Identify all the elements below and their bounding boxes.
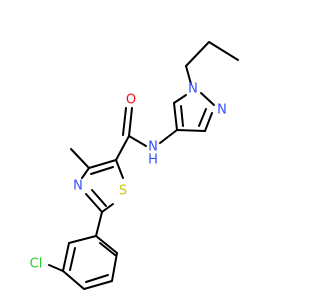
amide-hydrogen-atom: H	[148, 153, 158, 168]
bond-thiazole-c5-c4	[88, 159, 117, 169]
bond-propyl-3	[185, 65, 192, 85]
bond-pyrazole-n1-n2	[200, 92, 215, 106]
bond-pyrazole-n2-c3-double	[198, 108, 207, 127]
bond-carbonyl-thiazole	[115, 135, 130, 161]
bond-phenyl-6	[68, 235, 97, 244]
bond-phenyl-4	[62, 270, 85, 290]
bond-thiazole-s1-c5	[115, 159, 124, 179]
pyrazole-n1-atom: N	[188, 82, 198, 97]
bond-carbonyl-c-o-double	[122, 107, 127, 136]
bond-phenyl-3-double	[85, 274, 109, 283]
bond-pyrazole-c3-c4	[176, 129, 206, 132]
bond-pyrazole-c4-c5	[173, 102, 178, 131]
bond-phenyl-2	[111, 252, 118, 282]
oxygen-atom: O	[126, 93, 136, 108]
sulfur-atom: S	[119, 184, 127, 199]
bond-phenyl-5-double	[69, 247, 76, 271]
bond-phenyl-5	[62, 242, 70, 272]
bond-pyrazole-c5-n1	[173, 94, 187, 104]
bond-thiazole-n3-c2	[85, 193, 103, 213]
bond-thiazole-n3-c2-double	[91, 189, 107, 207]
molecule-structure: O N H S N N N Cl	[30, 41, 239, 290]
bond-pyrazole-c4-c5-double	[180, 105, 184, 127]
chlorine-atom: Cl	[30, 257, 43, 272]
bond-propyl-1	[208, 41, 239, 61]
bond-thiazole-phenyl	[95, 211, 103, 237]
amide-nitrogen-atom: N	[148, 140, 158, 155]
bond-pyrazole-n2-c3	[204, 112, 213, 132]
bond-carbonyl-c-o	[128, 107, 133, 137]
bond-thiazole-c2-s1	[101, 203, 114, 213]
bond-phenyl-cl	[48, 264, 64, 272]
bond-carbonyl-c-n	[128, 135, 147, 147]
bond-phenyl-3	[83, 280, 113, 290]
bond-phenyl-1	[95, 235, 118, 254]
bond-phenyl-1-double	[99, 242, 116, 256]
thiazole-nitrogen-atom: N	[73, 179, 83, 194]
pyrazole-n2-atom: N	[217, 103, 227, 118]
bond-nh-pyrazole	[159, 129, 178, 144]
bond-propyl-2	[185, 41, 210, 67]
bond-methyl	[70, 148, 90, 169]
bond-thiazole-c5-c4-double	[90, 166, 114, 175]
bond-thiazole-c4-n3	[81, 167, 90, 179]
